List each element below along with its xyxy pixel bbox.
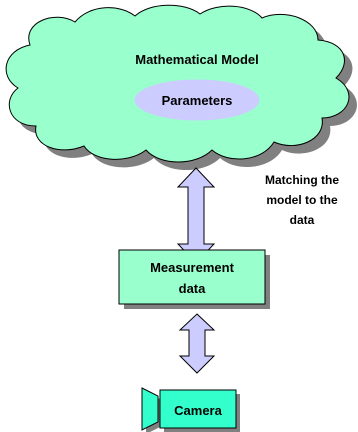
camera-body — [159, 389, 237, 429]
parameters-ellipse — [134, 79, 260, 121]
matching-label-line2: model to the — [266, 193, 338, 207]
camera-lens — [141, 387, 159, 431]
measurement-label-line2: data — [179, 281, 207, 296]
measurement-label-line1: Measurement — [150, 260, 234, 275]
camera-label: Camera — [174, 403, 222, 418]
matching-label-line1: Matching the — [265, 173, 339, 187]
matching-label-line3: data — [290, 213, 315, 227]
mathematical-model-title: Mathematical Model — [135, 52, 259, 67]
measurement-data-box — [118, 249, 266, 305]
model-data-double-arrow — [176, 167, 216, 264]
camera-data-double-arrow — [178, 313, 216, 374]
parameters-label: Parameters — [162, 93, 233, 108]
